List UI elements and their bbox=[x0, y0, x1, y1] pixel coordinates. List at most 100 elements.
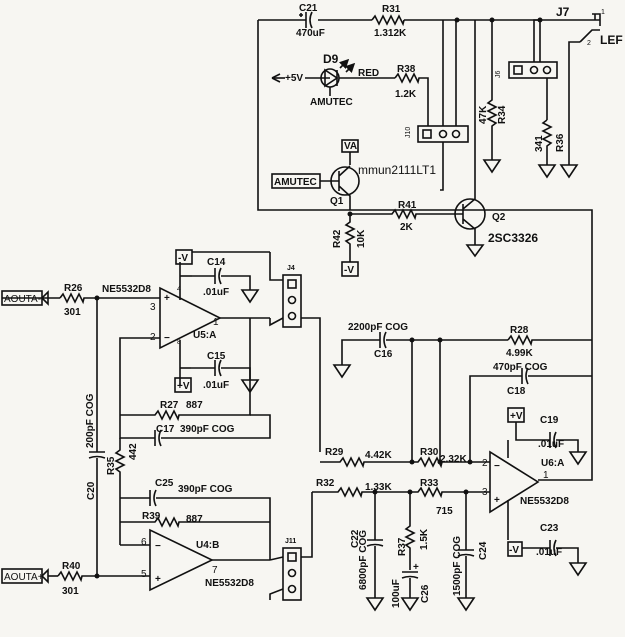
r40-ref: R40 bbox=[62, 561, 81, 572]
u6a-pin-minus: 2 bbox=[482, 458, 488, 469]
neg-v-u6-label bbox=[507, 541, 523, 557]
r40-resistor: R40 301 bbox=[57, 561, 150, 597]
r37-ref: R37 bbox=[397, 537, 408, 556]
j11-ref: J11 bbox=[285, 538, 296, 545]
r42-ref: R42 bbox=[332, 229, 343, 248]
c19-value: .01uF bbox=[538, 439, 564, 450]
j7-connector[interactable]: J7 1 2 LEF bbox=[556, 5, 623, 165]
r27-value: 887 bbox=[186, 400, 203, 411]
r35-ref: R35 bbox=[106, 456, 117, 475]
r33-value: 715 bbox=[436, 506, 453, 517]
r28-r30-node-wire bbox=[411, 340, 441, 462]
c18-ref: C18 bbox=[507, 386, 526, 397]
r42-resistor: -V R42 10K bbox=[332, 214, 367, 277]
c21-capacitor: C21 470uF bbox=[296, 3, 325, 39]
plus5v-label: +5V bbox=[285, 73, 303, 84]
c19-ref: C19 bbox=[540, 415, 559, 426]
r34-ref: R34 bbox=[497, 105, 508, 124]
r31-resistor: R31 1.312K bbox=[371, 4, 407, 39]
c18-capacitor: 470pF COG C18 bbox=[469, 362, 592, 462]
r41-value: 2K bbox=[400, 222, 414, 233]
r30-ref: R30 bbox=[420, 447, 439, 458]
u6-pos-v: +V bbox=[510, 411, 523, 422]
c22-value: 6800pF COG bbox=[358, 530, 369, 590]
u6-neg-v: -V bbox=[509, 545, 519, 556]
c22-ref: C22 bbox=[350, 529, 361, 548]
r31-ref: R31 bbox=[382, 4, 401, 15]
u4b-pin-out: 7 bbox=[212, 565, 218, 576]
r30-value: 2.32K bbox=[440, 454, 467, 465]
r28-ref: R28 bbox=[510, 325, 529, 336]
u5a-pin-plus: 3 bbox=[150, 302, 156, 313]
r26-resistor: R26 301 bbox=[59, 283, 100, 318]
r29-ref: R29 bbox=[325, 447, 344, 458]
c14-ref: C14 bbox=[207, 257, 226, 268]
c25-ref: C25 bbox=[155, 478, 174, 489]
j7-ref: J7 bbox=[556, 5, 570, 19]
c16-ref: C16 bbox=[374, 349, 393, 360]
r30-resistor: R30 2.32K bbox=[412, 447, 490, 469]
d9-color: RED bbox=[358, 68, 379, 79]
r41-ref: R41 bbox=[398, 200, 417, 211]
r39-resistor: R39 887 bbox=[120, 511, 270, 529]
c19-capacitor: C19 .01uF bbox=[515, 415, 588, 466]
svg-text:−: − bbox=[155, 541, 161, 552]
u4b-pin-plus: 5 bbox=[141, 569, 147, 580]
amutec-label: AMUTEC bbox=[274, 177, 317, 188]
va-label: VA bbox=[344, 141, 357, 152]
c20-capacitor: C20 200pF COG bbox=[85, 393, 106, 575]
c17-value: 390pF COG bbox=[180, 424, 235, 435]
j6-connector[interactable]: J6 bbox=[495, 19, 558, 120]
u5a-pin-v: 4 bbox=[177, 286, 181, 293]
j11-connector[interactable]: J11 bbox=[269, 492, 313, 601]
c26-ref: C26 bbox=[420, 584, 431, 603]
c22-capacitor: C22 6800pF COG bbox=[350, 492, 385, 612]
j10-connector[interactable]: J10 bbox=[405, 20, 469, 191]
r35-resistor: R35 442 bbox=[106, 438, 139, 545]
c20-ref: C20 bbox=[86, 481, 97, 500]
u4b-ref: U4:B bbox=[196, 540, 219, 551]
j4-connector[interactable]: J4 bbox=[192, 251, 321, 452]
aouta-plus-port: AOUTA+ bbox=[1, 568, 58, 584]
c26-capacitor: + 100uF C26 bbox=[391, 562, 431, 612]
c18-value: 470pF COG bbox=[493, 362, 548, 373]
q1-ref: Q1 bbox=[330, 196, 344, 207]
r36-value: 341 bbox=[534, 135, 545, 152]
u4b-opamp: − + 6 5 7 U4:B NE5532D8 bbox=[120, 528, 270, 592]
neg-v-u5-label bbox=[175, 249, 193, 265]
r26-value: 301 bbox=[64, 307, 81, 318]
r33-ref: R33 bbox=[420, 478, 439, 489]
j7-pin2: 2 bbox=[587, 40, 591, 47]
j10-ref: J10 bbox=[405, 127, 412, 138]
svg-text:+: + bbox=[413, 562, 419, 573]
c15-ref: C15 bbox=[207, 351, 226, 362]
r41-resistor: R41 2K bbox=[347, 200, 455, 233]
c25-value: 390pF COG bbox=[178, 484, 233, 495]
aouta-minus-label: AOUTA- bbox=[4, 294, 41, 305]
svg-text:+: + bbox=[164, 293, 170, 304]
u5a-pin-out: 1 bbox=[213, 317, 219, 328]
r42-value: 10K bbox=[356, 229, 367, 248]
r36-resistor: 341 R36 bbox=[534, 119, 579, 179]
d9-ref: D9 bbox=[323, 52, 339, 66]
u5a-pin-v2: 8 bbox=[177, 339, 181, 346]
j4-ref: J4 bbox=[287, 265, 295, 272]
svg-text:+: + bbox=[494, 495, 500, 506]
aouta-minus-port: AOUTA- bbox=[1, 290, 60, 306]
r34-resistor: 47K R34 bbox=[478, 20, 508, 174]
r28-value: 4.99K bbox=[506, 348, 533, 359]
c24-capacitor: 1500pF COG C24 bbox=[452, 492, 489, 612]
c17-capacitor: C17 390pF COG bbox=[119, 405, 271, 447]
q2-ref: Q2 bbox=[492, 212, 506, 223]
q1-transistor: VA AMUTEC Q1 mmun2111LT1 bbox=[271, 139, 436, 210]
c26-value: 100uF bbox=[391, 579, 402, 608]
q2-transistor: Q2 2SC3326 bbox=[454, 20, 538, 258]
r31-value: 1.312K bbox=[374, 28, 407, 39]
pos-v-u5-label bbox=[174, 377, 192, 393]
u5-neg-v: -V bbox=[178, 253, 188, 264]
r39-value: 887 bbox=[186, 514, 203, 525]
u5a-part: NE5532D8 bbox=[102, 284, 151, 295]
c23-value: .01uF bbox=[536, 547, 562, 558]
u5a-opamp: + − 3 2 1 4 8 U5:A NE5532D8 bbox=[102, 262, 270, 405]
